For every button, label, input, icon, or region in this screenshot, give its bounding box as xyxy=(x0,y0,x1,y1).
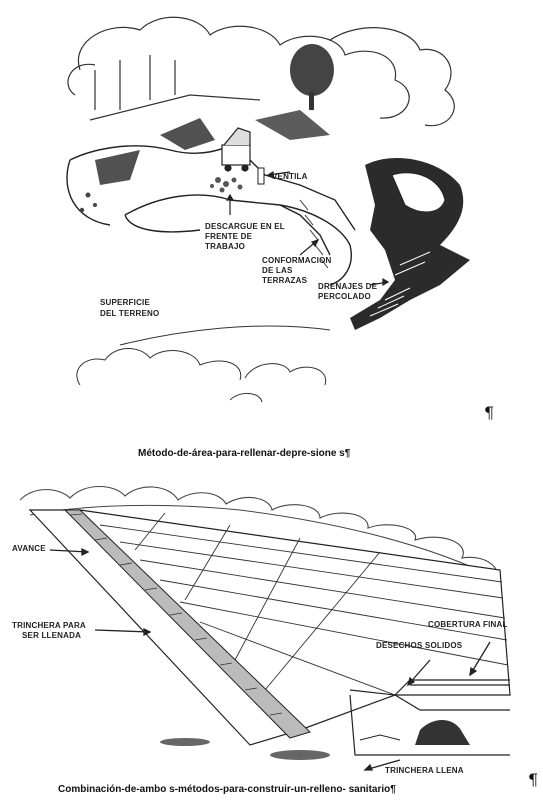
label-descargue-1: DESCARGUE EN EL xyxy=(205,222,285,231)
label-descargue-2: FRENTE DE xyxy=(205,232,253,241)
label-descargue-3: TRABAJO xyxy=(205,242,245,251)
label-conformacion-3: TERRAZAS xyxy=(262,276,308,285)
label-trinchera-llena: TRINCHERA LLENA xyxy=(385,766,464,775)
label-ventila: VENTILA xyxy=(272,172,308,181)
label-trinchera-1: TRINCHERA PARA xyxy=(12,621,86,630)
label-drenajes-1: DRENAJES DE xyxy=(318,282,378,291)
pilcrow-mark-1: ¶ xyxy=(484,403,494,422)
dump-truck xyxy=(222,128,250,171)
figure-2-caption: Combinación-de-ambo s-métodos-para-const… xyxy=(58,784,396,795)
label-superficie-2: DEL TERRENO xyxy=(100,309,159,318)
figure-1-caption: Método-de-área-para-rellenar-depre-sione… xyxy=(138,448,350,459)
area-method-illustration: VENTILA DESCARGUE EN EL FRENTE DE TRABAJ… xyxy=(0,0,543,420)
label-desechos-solidos: DESECHOS SOLIDOS xyxy=(376,641,463,650)
label-trinchera-2: SER LLENADA xyxy=(22,631,81,640)
label-avance: AVANCE xyxy=(12,544,46,553)
label-conformacion-1: CONFORMACION xyxy=(262,256,332,265)
label-cobertura-final: COBERTURA FINAL xyxy=(428,620,508,629)
label-conformacion-2: DE LAS xyxy=(262,266,293,275)
tree xyxy=(290,44,334,96)
label-superficie-1: SUPERFICIE xyxy=(100,298,150,307)
filled-trench-section xyxy=(415,720,470,745)
combined-method-illustration: AVANCE TRINCHERA PARA SER LLENADA COBERT… xyxy=(0,470,543,801)
label-drenajes-2: PERCOLADO xyxy=(318,292,371,301)
pilcrow-mark-2: ¶ xyxy=(528,770,538,789)
vent-pipe xyxy=(258,168,264,184)
